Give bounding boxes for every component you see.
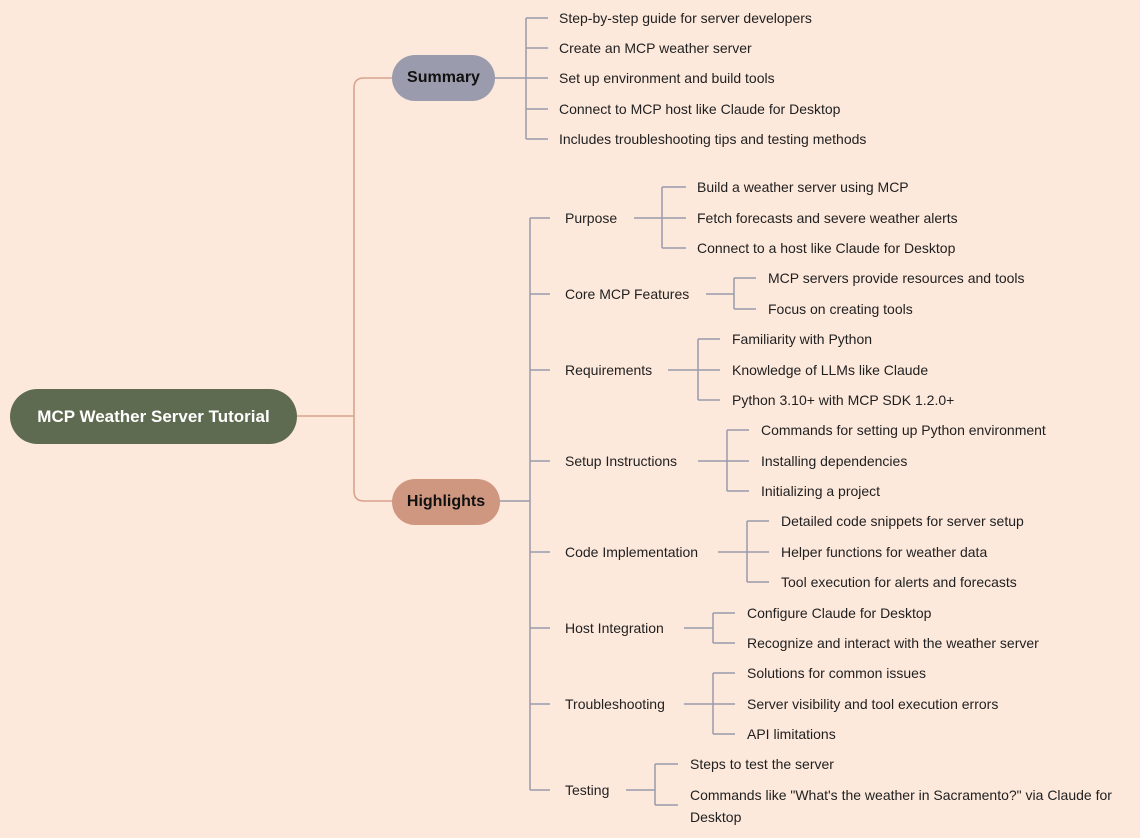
leaf-item: Python 3.10+ with MCP SDK 1.2.0+ bbox=[732, 392, 955, 408]
leaf-item: Helper functions for weather data bbox=[781, 544, 988, 560]
root-node[interactable]: MCP Weather Server Tutorial bbox=[10, 389, 297, 444]
leaf-item: MCP servers provide resources and tools bbox=[768, 270, 1025, 286]
testing-connector bbox=[626, 763, 678, 806]
summary-item: Step-by-step guide for server developers bbox=[559, 10, 812, 26]
host-connector bbox=[684, 612, 735, 644]
section-testing[interactable]: Testing bbox=[565, 782, 610, 798]
leaf-item: Solutions for common issues bbox=[747, 665, 926, 681]
leaf-item: API limitations bbox=[747, 726, 836, 742]
troubleshooting-connector bbox=[684, 672, 735, 735]
highlights-connector bbox=[500, 217, 550, 791]
requirements-connector bbox=[668, 338, 720, 401]
root-connector bbox=[297, 77, 392, 502]
purpose-connector bbox=[634, 186, 686, 249]
leaf-item: Steps to test the server bbox=[690, 756, 834, 772]
leaf-item: Build a weather server using MCP bbox=[697, 179, 909, 195]
code-connector bbox=[718, 520, 769, 583]
leaf-item: Focus on creating tools bbox=[768, 301, 913, 317]
setup-connector bbox=[698, 429, 749, 492]
section-setup-instructions[interactable]: Setup Instructions bbox=[565, 453, 678, 469]
summary-item: Create an MCP weather server bbox=[559, 40, 752, 56]
leaf-item: Connect to a host like Claude for Deskto… bbox=[697, 240, 956, 256]
section-code-implementation[interactable]: Code Implementation bbox=[565, 544, 699, 560]
section-purpose[interactable]: Purpose bbox=[565, 210, 618, 226]
leaf-item: Commands like "What's the weather in Sac… bbox=[690, 787, 1112, 825]
summary-item: Connect to MCP host like Claude for Desk… bbox=[559, 101, 841, 117]
highlights-node[interactable]: Highlights bbox=[392, 479, 500, 525]
summary-node[interactable]: Summary bbox=[392, 55, 495, 101]
section-host-integration[interactable]: Host Integration bbox=[565, 620, 664, 636]
leaf-item: Installing dependencies bbox=[761, 453, 908, 469]
core-features-connector bbox=[706, 277, 756, 310]
leaf-item: Familiarity with Python bbox=[732, 331, 873, 347]
leaf-item: Detailed code snippets for server setup bbox=[781, 513, 1024, 529]
summary-connector bbox=[495, 17, 548, 140]
leaf-item: Fetch forecasts and severe weather alert… bbox=[697, 210, 958, 226]
leaf-item: Tool execution for alerts and forecasts bbox=[781, 574, 1017, 590]
section-requirements[interactable]: Requirements bbox=[565, 362, 653, 378]
summary-item: Includes troubleshooting tips and testin… bbox=[559, 131, 867, 147]
section-troubleshooting[interactable]: Troubleshooting bbox=[565, 696, 665, 712]
leaf-item: Configure Claude for Desktop bbox=[747, 605, 932, 621]
summary-item: Set up environment and build tools bbox=[559, 70, 775, 86]
leaf-item: Recognize and interact with the weather … bbox=[747, 635, 1039, 651]
leaf-item: Initializing a project bbox=[761, 483, 881, 499]
leaf-item: Server visibility and tool execution err… bbox=[747, 696, 999, 712]
section-core-mcp-features[interactable]: Core MCP Features bbox=[565, 286, 690, 302]
leaf-item: Knowledge of LLMs like Claude bbox=[732, 362, 929, 378]
leaf-item: Commands for setting up Python environme… bbox=[761, 422, 1046, 438]
